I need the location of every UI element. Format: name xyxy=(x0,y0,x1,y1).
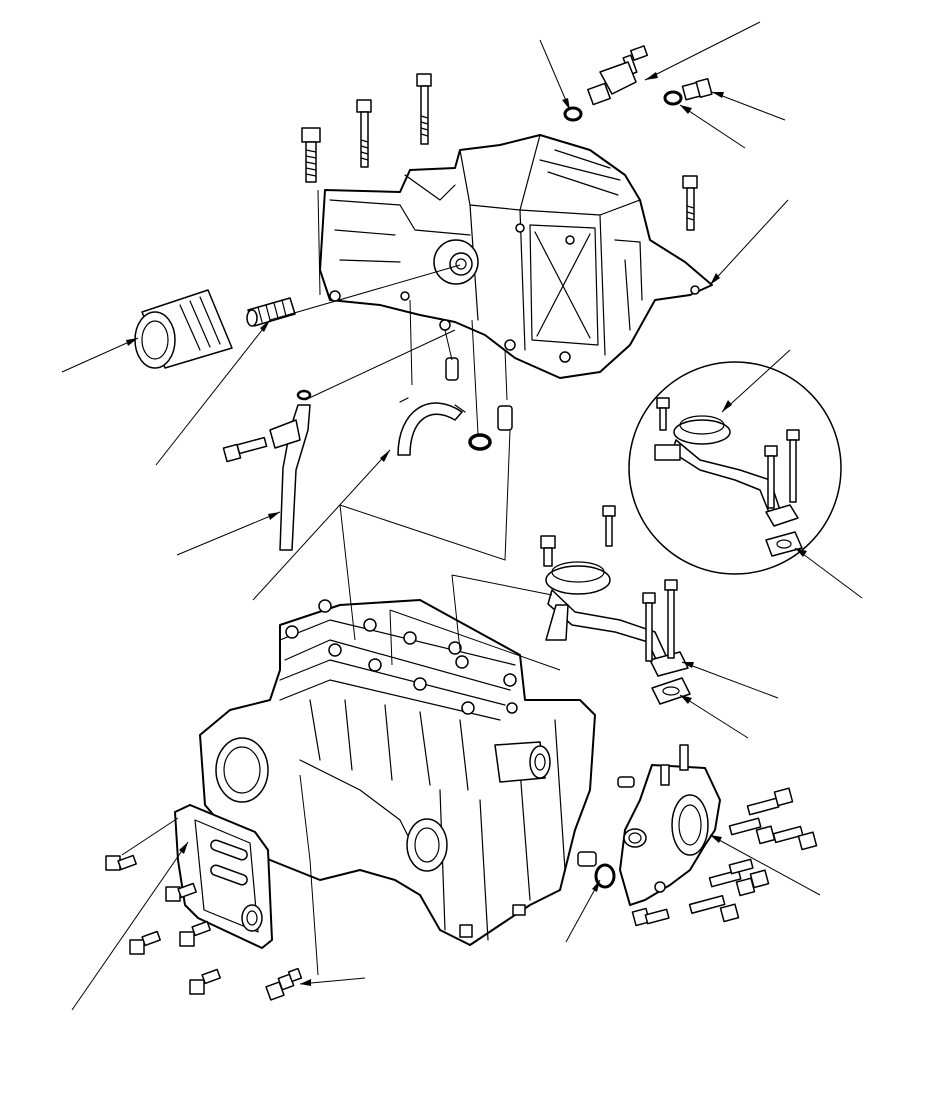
oil-strainer-icon xyxy=(545,561,689,677)
bolt-icon xyxy=(540,535,556,567)
bolt-icon xyxy=(688,894,740,923)
dowel-pin-icon xyxy=(445,357,459,381)
bolt-icon xyxy=(222,436,268,463)
drain-bolt-icon xyxy=(681,77,713,101)
bolt-icon xyxy=(285,599,518,715)
bolt-icon xyxy=(764,445,778,509)
detail-circle-icon xyxy=(628,361,842,575)
bolt-icon xyxy=(356,99,372,168)
bolt-icon xyxy=(728,858,770,889)
bolt-icon xyxy=(728,817,776,845)
bolt-icon xyxy=(772,825,818,851)
bolt-icon xyxy=(105,854,137,871)
bolt-icon xyxy=(682,175,698,231)
dowel-pin-icon xyxy=(497,405,513,431)
baffle-plate-icon xyxy=(397,397,466,456)
o-ring-icon xyxy=(296,389,312,401)
bolt-icon xyxy=(165,882,197,902)
bolt-icon xyxy=(664,579,678,659)
cover-plate-icon xyxy=(174,804,273,949)
leader-lines xyxy=(61,21,863,1011)
oil-return-pipe-icon xyxy=(269,404,311,551)
dowel-pin-icon xyxy=(577,851,597,867)
bolt-icon xyxy=(301,127,321,183)
oil-filter-feed-pipe-icon xyxy=(246,297,296,327)
bolt-icon xyxy=(642,592,656,662)
oil-level-sensor-icon xyxy=(587,61,637,106)
oil-pump-icon xyxy=(619,744,721,906)
o-ring-icon xyxy=(563,106,583,122)
dowel-pin-icon xyxy=(617,776,635,788)
oil-strainer-icon xyxy=(654,415,799,527)
o-ring-icon xyxy=(468,433,492,451)
gasket-icon xyxy=(651,677,691,705)
oil-pressure-switch-icon xyxy=(265,967,303,1001)
gasket-icon xyxy=(765,531,803,557)
o-ring-icon xyxy=(594,863,616,889)
bolt-icon xyxy=(786,429,800,503)
bolt-icon xyxy=(129,930,161,955)
bolt-icon xyxy=(416,73,432,145)
oil-pan-icon xyxy=(319,134,713,379)
bolt-icon xyxy=(746,787,794,816)
bolt-icon xyxy=(656,397,670,431)
oil-filter-icon xyxy=(134,289,233,369)
bolt-icon xyxy=(189,968,221,995)
bolt-icon xyxy=(602,505,616,547)
bolt-icon xyxy=(179,920,211,947)
bolt-icon xyxy=(631,907,670,927)
washer-icon xyxy=(663,90,683,106)
